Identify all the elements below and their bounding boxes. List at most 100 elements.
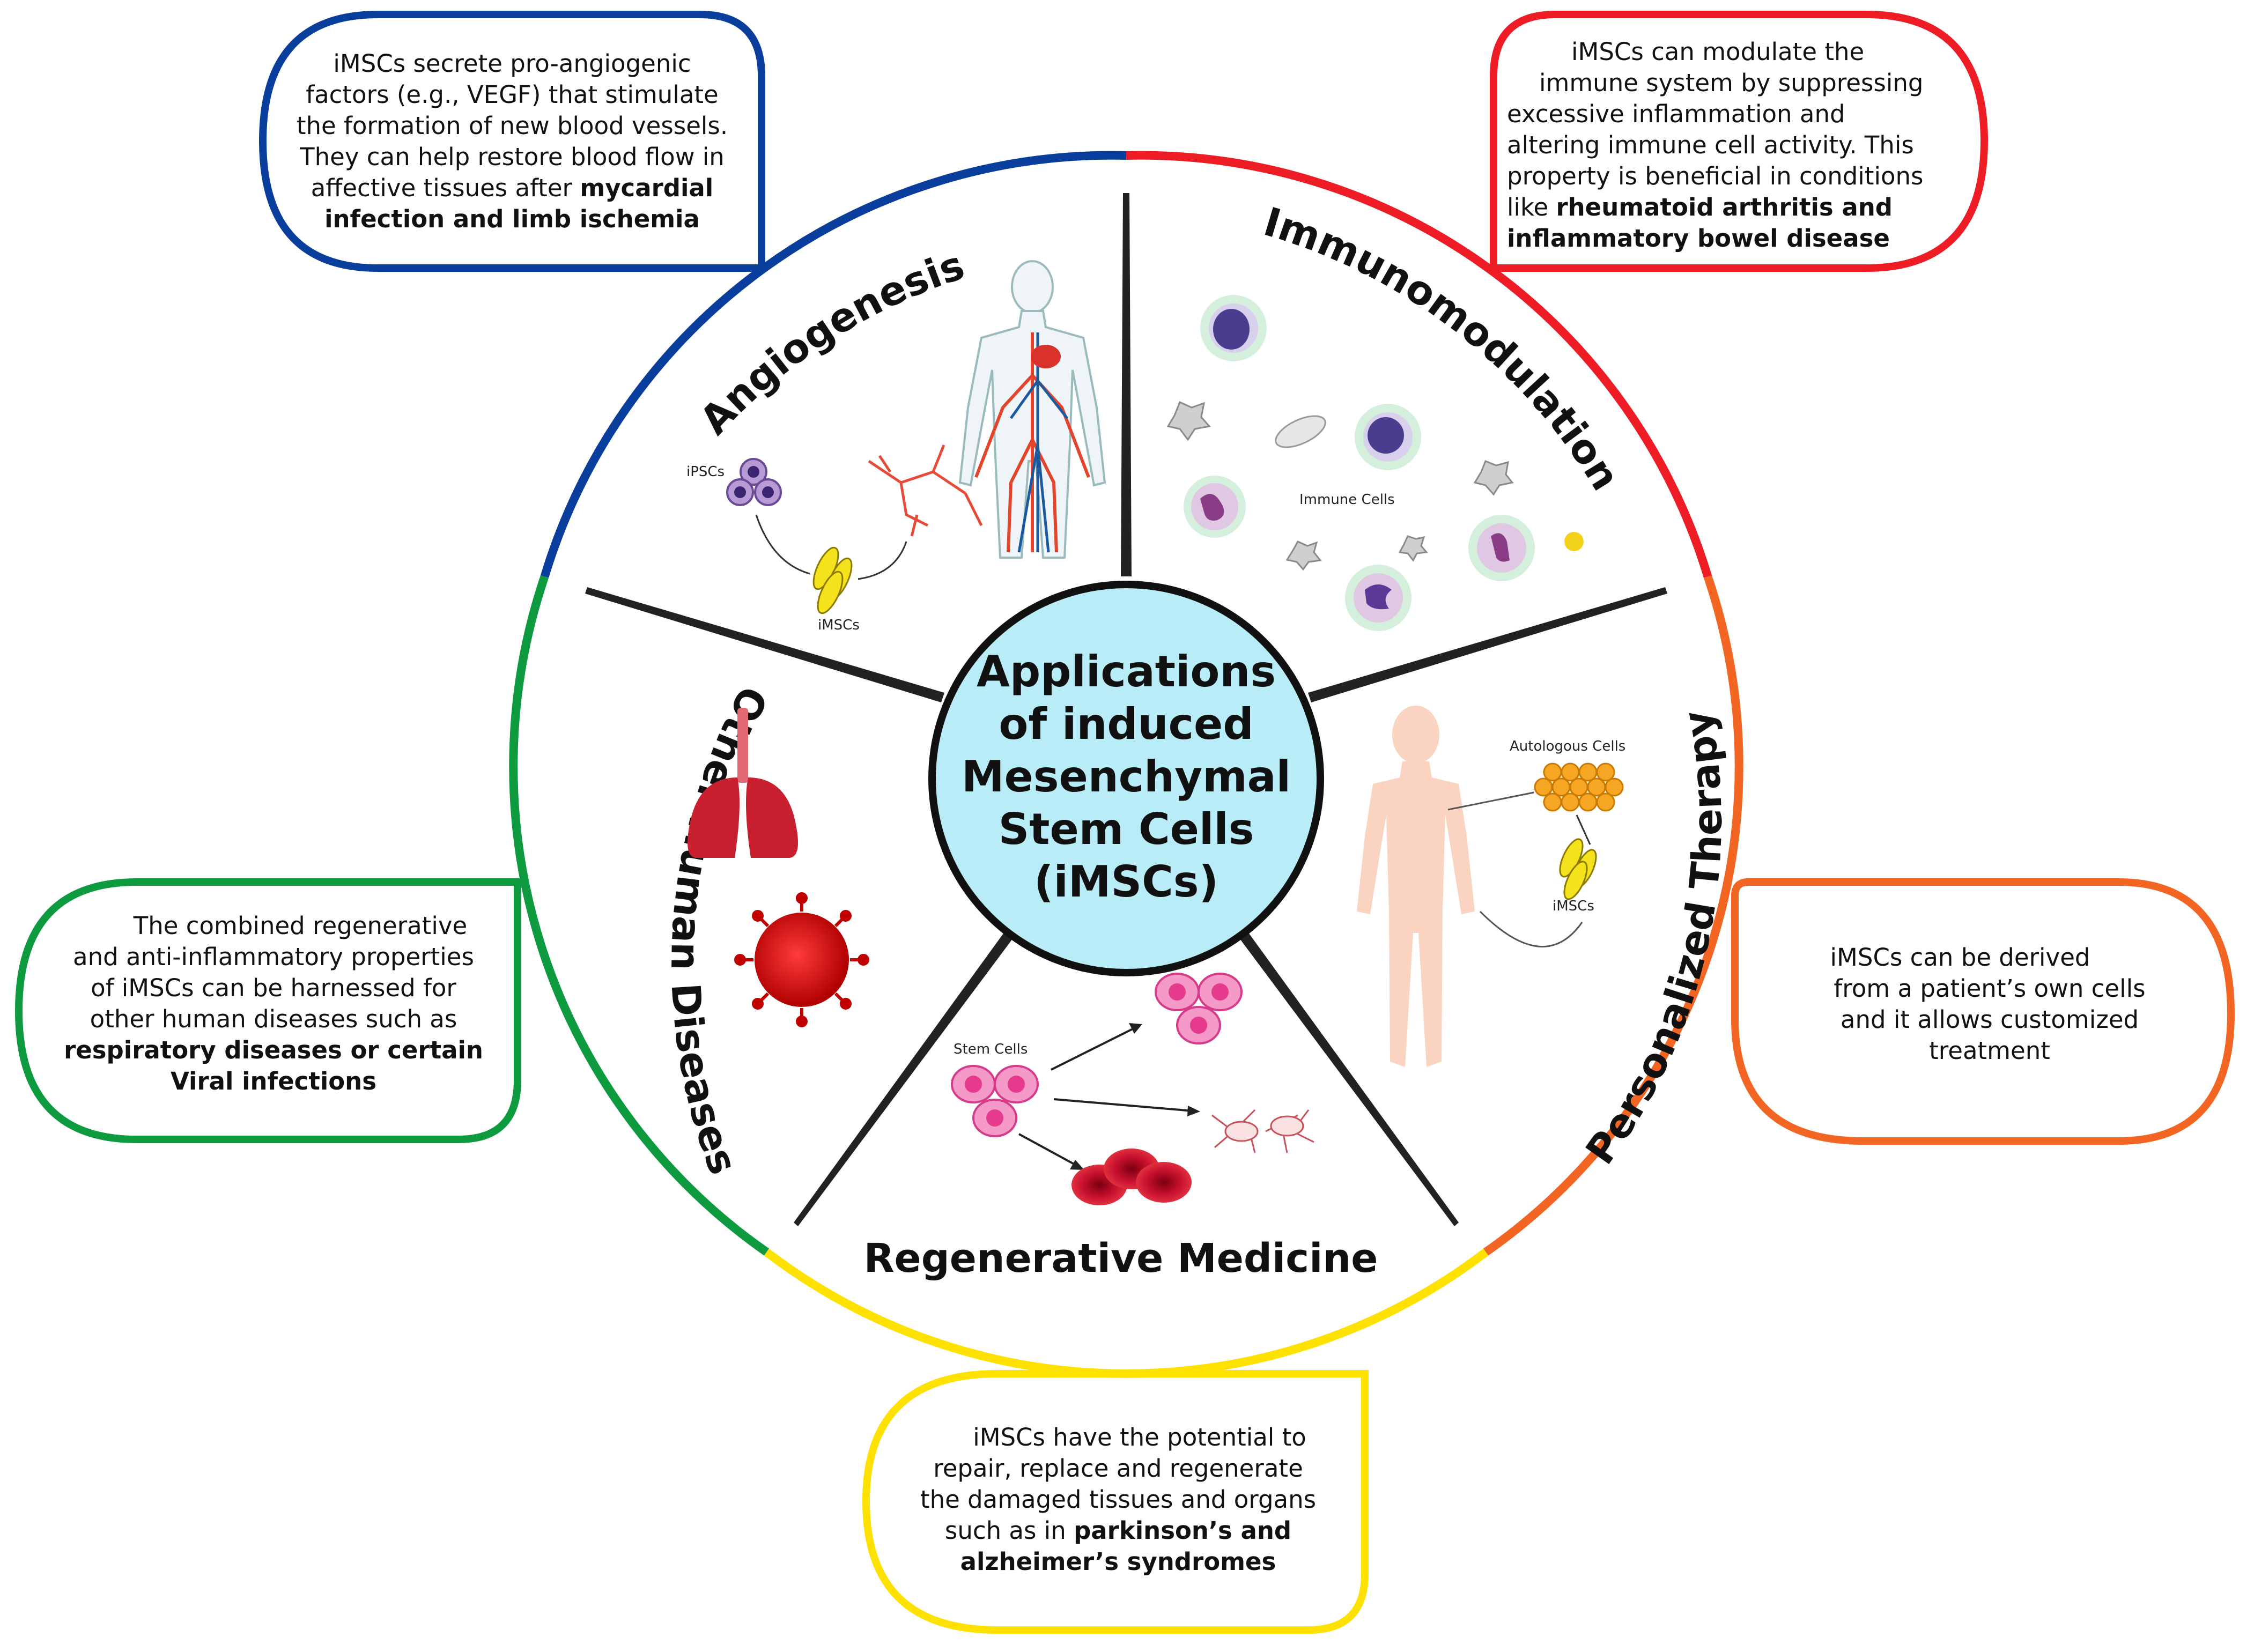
neuron-cells-icon [1211,1109,1314,1153]
callout-personal-line-2: from a patient’s own cells [1834,974,2146,1003]
neutrophil-icon-2 [1468,515,1535,581]
arrow-ipsc-to-imsc [755,514,810,575]
label-ipscs: iPSCs [686,464,725,480]
callout-regenerative-text: iMSCs have the potential to repair, repl… [885,1422,1351,1577]
autologous-cells-icon [1534,762,1624,812]
callout-other-line-3: of iMSCs can be harnessed for [91,974,456,1002]
label-stem-cells: Stem Cells [954,1041,1028,1057]
blood-vessels-icon [868,445,983,537]
center-title-line-5: (iMSCs) [1034,857,1218,907]
callout-regen-line-2: repair, replace and regenerate [933,1454,1303,1483]
callout-immuno-line-4: altering immune cell activity. This [1507,131,1914,159]
callout-regenerative-box [862,1370,1369,1634]
callout-personal-line-3: and it allows customized [1840,1005,2139,1034]
spokes [585,193,1667,1226]
callout-regen-line-4: such as in parkinson’s and [944,1516,1292,1545]
callout-angiogenesis-box [258,11,765,272]
center-circle [928,581,1324,976]
section-title-angiogenesis: Angiogenesis [691,242,970,443]
callout-regen-line-1: iMSCs have the potential to [973,1423,1306,1451]
center-title-line-1: Applications [977,647,1276,697]
callout-immuno-line-1: iMSCs can modulate the [1571,38,1865,66]
other-diseases-illustration [688,708,869,1027]
callout-immunomodulation-box [1490,11,1989,272]
ipsc-cluster-icon [726,458,782,506]
callout-other-box [14,878,521,1143]
virus-icon [734,892,869,1027]
callout-personalized-box [1731,878,2235,1145]
regenerative-illustration: Stem Cells [951,973,1314,1205]
spoke-left [585,587,944,702]
callout-immuno-line-2: immune system by suppressing [1539,69,1924,97]
callout-other-line-2: and anti-inflammatory properties [73,943,474,971]
neutrophil-icon [1184,476,1246,538]
callout-other-line-4: other human diseases such as [90,1005,457,1033]
monocyte-icon [1345,565,1411,631]
spoke-bottom-left [794,924,1019,1226]
center-title: Applications of induced Mesenchymal Stem… [962,647,1291,907]
callout-immuno-line-3: excessive inflammation and [1507,100,1845,128]
callout-angio-line-4: They can help restore blood flow in [300,143,725,171]
differentiated-cells-nuclei [1169,983,1229,1034]
callout-other-text: The combined regenerative and anti-infla… [38,910,509,1097]
lungs-icon [688,708,798,858]
callout-angio-line-1: iMSCs secrete pro-angiogenic [333,49,691,78]
lymphocyte-icon-2 [1355,404,1421,470]
arrow-body-to-cells [1447,791,1534,811]
arrow-to-cells [1051,1026,1137,1071]
callout-other-line-5: respiratory diseases or certain [64,1036,483,1064]
personalized-illustration: Autologous Cells iMSCs [1357,706,1625,1067]
center-title-line-2: of induced [999,699,1253,749]
arrow-to-rbc [1018,1133,1078,1167]
callout-other-line-1: The combined regenerative [133,912,468,940]
imsc-cluster-personal-icon [1559,838,1597,900]
red-blood-cells-icon [1071,1149,1192,1205]
arrowhead-1 [1129,1023,1142,1034]
center-title-line-4: Stem Cells [999,804,1254,854]
spoke-bottom-right [1233,924,1459,1226]
callout-personal-line-1: iMSCs can be derived [1830,943,2090,972]
ring-personalized [1483,575,1743,1256]
human-body-icon [1357,706,1475,1067]
callout-immunomodulation-text: iMSCs can modulate the immune system by … [1507,36,1968,254]
label-autologous-cells: Autologous Cells [1510,738,1625,754]
spoke-right [1308,587,1667,702]
angiogenesis-illustration: iPSCs iMSCs [686,260,1106,633]
callout-angio-line-2: factors (e.g., VEGF) that stimulate [306,80,719,109]
imsc-cluster-icon [812,546,853,614]
callout-regen-line-5: alzheimer’s syndromes [960,1547,1276,1576]
callout-angio-line-3: the formation of new blood vessels. [296,112,728,140]
arrow-cells-to-imsc [1576,814,1591,845]
ring-immunomodulation [1126,151,1712,578]
ring-other [509,575,769,1256]
callout-regen-line-3: the damaged tissues and organs [920,1485,1317,1514]
callout-angio-line-5: affective tissues after mycardial [311,174,714,202]
section-title-regenerative: Regenerative Medicine [864,1235,1378,1281]
label-imscs-angio: iMSCs [818,617,860,633]
callout-immuno-line-6: like rheumatoid arthritis and [1507,193,1893,221]
immune-cells-illustration: Immune Cells [1166,295,1584,631]
rbc-side-icon [1275,415,1326,448]
callout-angiogenesis-text: iMSCs secrete pro-angiogenic factors (e.… [284,48,740,235]
arrowhead-2 [1187,1106,1200,1116]
arrow-imsc-to-body [1479,910,1583,947]
section-title-other: Other Human Diseases [662,679,776,1180]
circulatory-body-icon [958,260,1106,559]
center-title-line-3: Mesenchymal [962,752,1291,802]
stem-cells-nuclei [965,1076,1025,1127]
callout-immuno-line-7: inflammatory bowel disease [1507,224,1890,253]
callout-other-line-6: Viral infections [170,1067,377,1095]
lymphocyte-icon [1200,295,1267,361]
spoke-top [1121,193,1132,576]
yellow-cell-icon [1564,532,1584,551]
arrowhead-3 [1070,1160,1084,1170]
callout-personal-line-4: treatment [1929,1036,2050,1065]
label-immune-cells: Immune Cells [1299,492,1395,508]
platelet-icon [1166,401,1514,571]
callout-immuno-line-5: property is beneficial in conditions [1507,162,1924,190]
callout-personalized-text: iMSCs can be derived from a patient’s ow… [1770,942,2209,1066]
label-imscs-personal: iMSCs [1553,898,1594,914]
callout-angio-line-6: infection and limb ischemia [324,205,700,233]
arrow-imsc-to-vessels [858,541,907,580]
